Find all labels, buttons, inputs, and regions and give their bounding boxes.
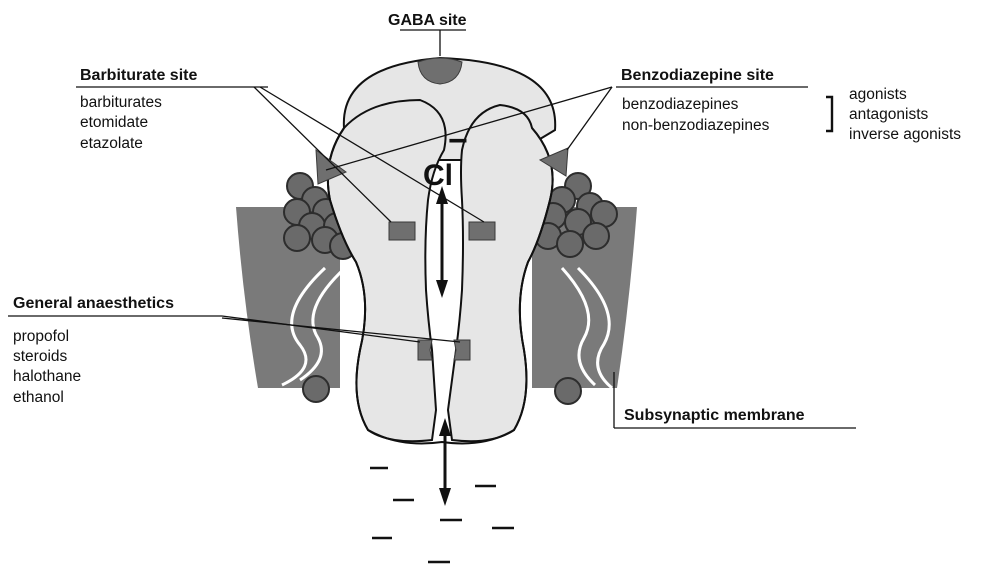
anaesthetic-site-marker-right bbox=[454, 340, 470, 360]
barbiturate-site-marker-right bbox=[469, 222, 495, 240]
anaesthetic-item-1: propofol bbox=[13, 328, 69, 345]
membrane-ball-right bbox=[555, 378, 581, 404]
gaba-site-title: GABA site bbox=[388, 12, 467, 29]
barbiturate-item-1: barbiturates bbox=[80, 94, 162, 111]
subsynaptic-membrane-label: Subsynaptic membrane bbox=[624, 407, 805, 424]
anaesthetic-item-2: steroids bbox=[13, 348, 68, 365]
benzodiazepine-effect-1: agonists bbox=[849, 86, 907, 103]
channel-arrow bbox=[436, 186, 448, 298]
bracket bbox=[826, 97, 832, 131]
benzodiazepine-site-title: Benzodiazepine site bbox=[621, 67, 774, 84]
anaesthetic-site-marker-left bbox=[418, 340, 432, 360]
chloride-charge: − bbox=[448, 122, 468, 160]
subunit-left bbox=[328, 100, 446, 441]
ion-dashes bbox=[370, 468, 514, 562]
barbiturate-item-2: etomidate bbox=[80, 114, 148, 131]
barbiturate-site-marker-left bbox=[389, 222, 415, 240]
anaesthetic-item-4: ethanol bbox=[13, 389, 64, 406]
membrane-ball-left bbox=[303, 376, 329, 402]
chloride-ion-label: Cl bbox=[423, 159, 453, 192]
efflux-arrow bbox=[439, 418, 451, 506]
barbiturate-item-3: etazolate bbox=[80, 135, 143, 152]
general-anaesthetics-title: General anaesthetics bbox=[13, 295, 174, 312]
benzodiazepine-item-1: benzodiazepines bbox=[622, 96, 739, 113]
benzodiazepine-effect-2: antagonists bbox=[849, 106, 929, 123]
anaesthetic-item-3: halothane bbox=[13, 368, 81, 385]
benzodiazepine-item-2: non-benzodiazepines bbox=[622, 117, 770, 134]
benzodiazepine-effect-3: inverse agonists bbox=[849, 126, 961, 143]
barbiturate-site-title: Barbiturate site bbox=[80, 67, 197, 84]
